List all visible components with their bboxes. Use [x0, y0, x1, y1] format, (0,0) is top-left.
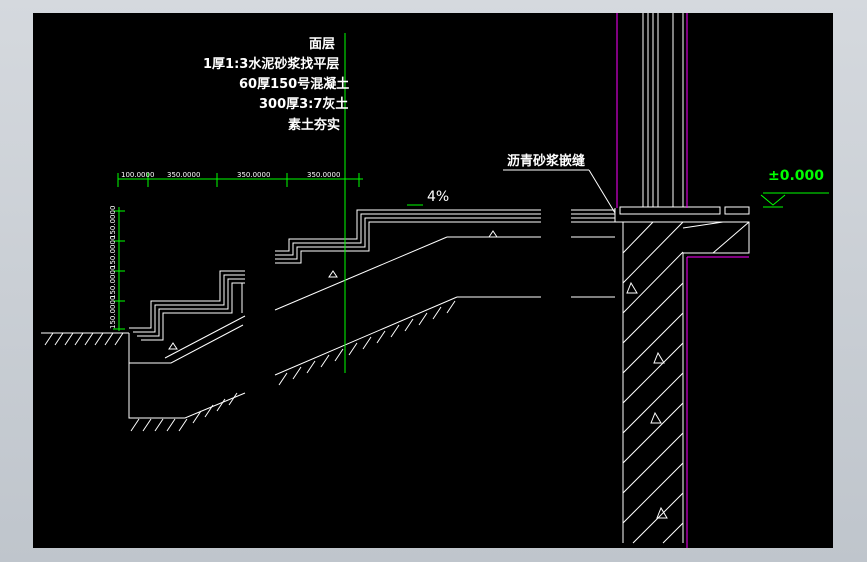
layer-compacted: 素土夯实 [288, 118, 341, 133]
dim-v-1: 150.0000 [109, 205, 117, 239]
ground-left [41, 332, 129, 346]
layer-lime-soil: 300厚3:7灰土 [259, 97, 349, 112]
dimension-lines [113, 33, 829, 373]
dim-h-3: 350.0000 [237, 171, 271, 179]
drawing-canvas[interactable]: 面层 1厚1:3水泥砂浆找平层 60厚150号混凝土 300厚3:7灰土 素土夯… [33, 13, 833, 548]
steps-upper [274, 209, 541, 386]
dim-v-4: 150.0000 [109, 295, 117, 329]
dim-h-1: 100.0000 [121, 171, 155, 179]
section-drawing [41, 13, 829, 548]
wall-magenta [616, 13, 749, 548]
dim-v-3: 150.0000 [109, 265, 117, 299]
dim-v-2: 150.0000 [109, 235, 117, 269]
layer-surface: 面层 [309, 37, 336, 52]
slope-label: 4% [427, 189, 450, 205]
wall-column [622, 13, 750, 544]
joint-label: 沥青砂浆嵌缝 [507, 154, 586, 169]
layer-leveling: 1厚1:3水泥砂浆找平层 [203, 57, 340, 72]
dim-h-4: 350.0000 [307, 171, 341, 179]
layer-concrete: 60厚150号混凝土 [239, 77, 350, 92]
floor-right [571, 206, 750, 298]
steps-lower [129, 270, 245, 341]
elevation-label: ±0.000 [768, 168, 825, 184]
foundation-lower [128, 315, 246, 432]
aggregate-marks [168, 230, 668, 519]
dim-h-2: 350.0000 [167, 171, 201, 179]
